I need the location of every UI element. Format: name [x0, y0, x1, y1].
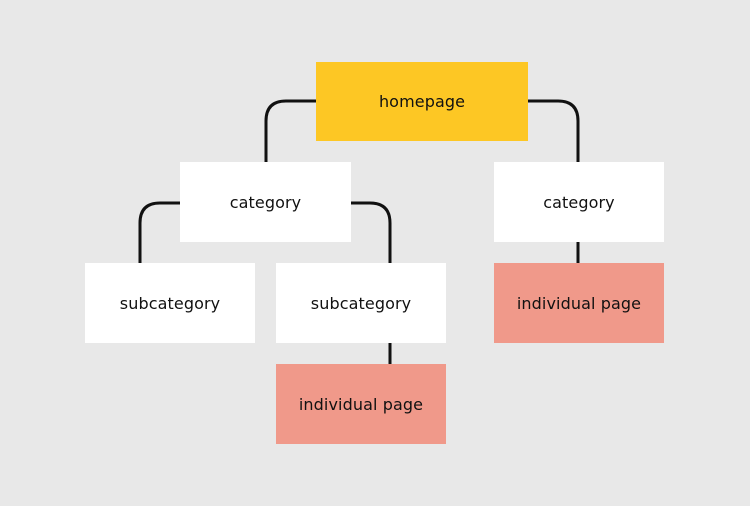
- individual-page-label: individual page: [516, 293, 642, 313]
- subcategory-node: subcategory: [85, 263, 255, 343]
- individual-page-node: individual page: [276, 364, 446, 444]
- individual-page-label: individual page: [298, 394, 424, 414]
- subcategory-label: subcategory: [119, 293, 221, 313]
- category-node: category: [180, 162, 351, 242]
- subcategory-label: subcategory: [310, 293, 412, 313]
- category-label: category: [543, 192, 615, 212]
- edge-category-subcategory-right: [351, 201, 392, 263]
- category-label: category: [229, 192, 302, 212]
- edge-category-subcategory-left: [138, 201, 180, 263]
- homepage-node: homepage: [316, 62, 528, 141]
- category-node: category: [494, 162, 664, 242]
- homepage-label: homepage: [378, 92, 466, 111]
- edge-homepage-category-right: [528, 99, 580, 162]
- individual-page-node: individual page: [494, 263, 664, 343]
- edge-homepage-category-left: [264, 99, 316, 162]
- subcategory-node: subcategory: [276, 263, 446, 343]
